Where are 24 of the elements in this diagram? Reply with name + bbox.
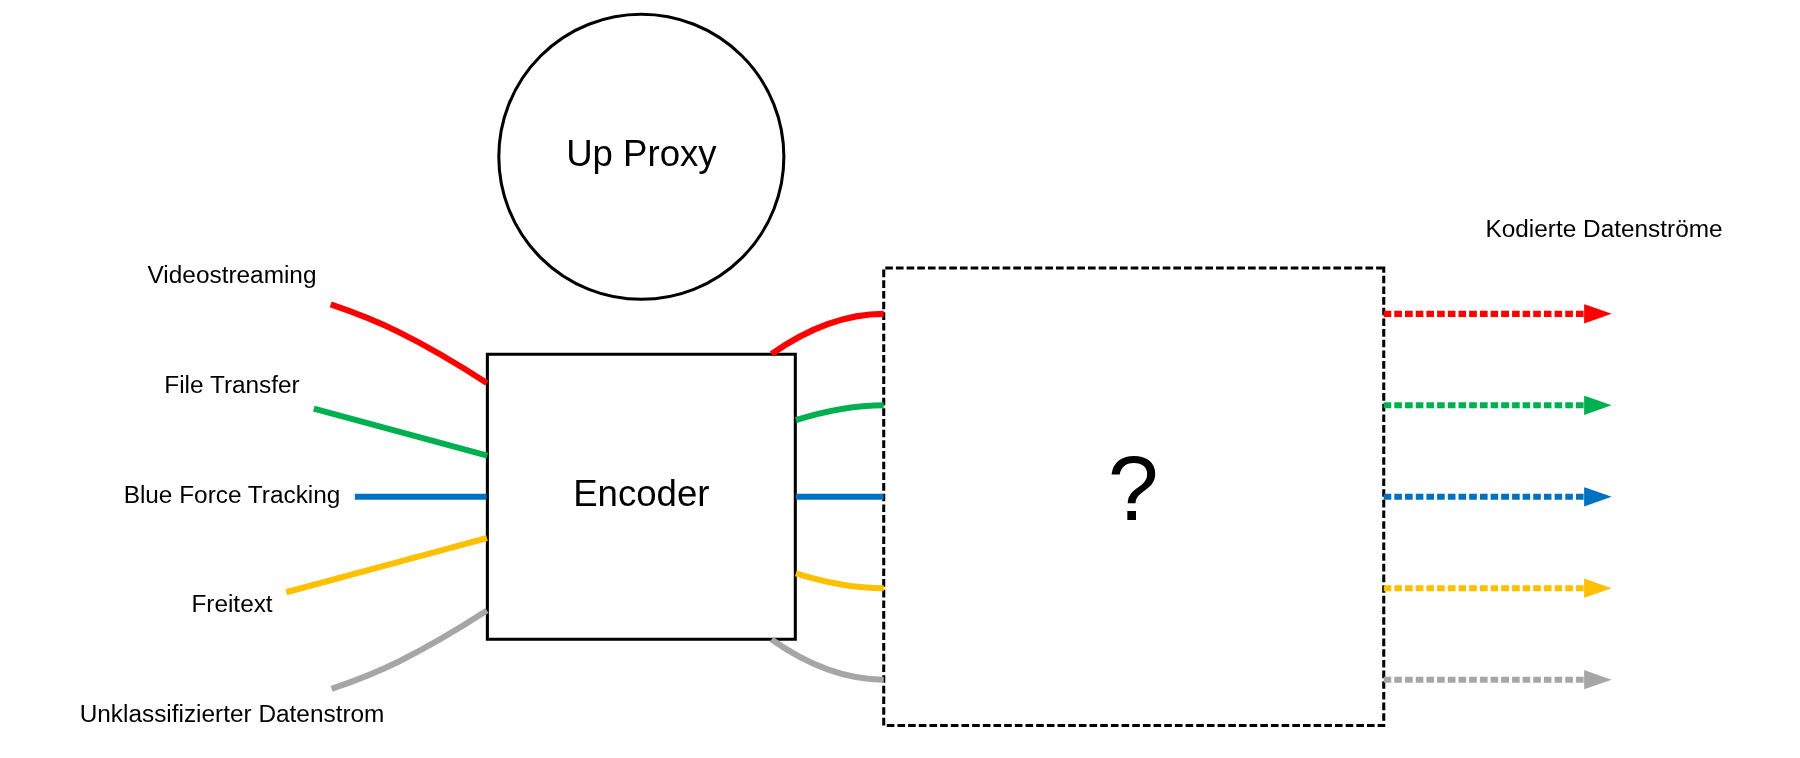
label: Kodierte Datenströme <box>1484 215 1723 243</box>
node-circle: Up Proxy <box>496 12 785 301</box>
connector <box>795 493 884 500</box>
connector <box>794 570 884 592</box>
connector <box>354 493 487 500</box>
connector <box>329 301 489 386</box>
node-text: File Transfer <box>163 370 300 398</box>
node-text: Videostreaming <box>147 261 316 289</box>
node-box: Encoder <box>485 352 797 641</box>
connector <box>769 637 884 683</box>
arrow <box>1383 578 1612 598</box>
node-text: Freitext <box>190 590 273 618</box>
node-text: Unklassifizierter Datenstrom <box>79 700 384 728</box>
arrow <box>1383 395 1612 415</box>
node-box: ? <box>881 266 1385 727</box>
arrow <box>1383 304 1612 324</box>
arrow <box>1383 487 1612 507</box>
connector <box>769 310 884 357</box>
connector <box>312 405 488 459</box>
connector <box>330 608 489 692</box>
connector <box>794 402 884 424</box>
node-text: Blue Force Tracking <box>123 480 340 508</box>
arrow <box>1383 670 1612 690</box>
connector <box>284 535 488 596</box>
